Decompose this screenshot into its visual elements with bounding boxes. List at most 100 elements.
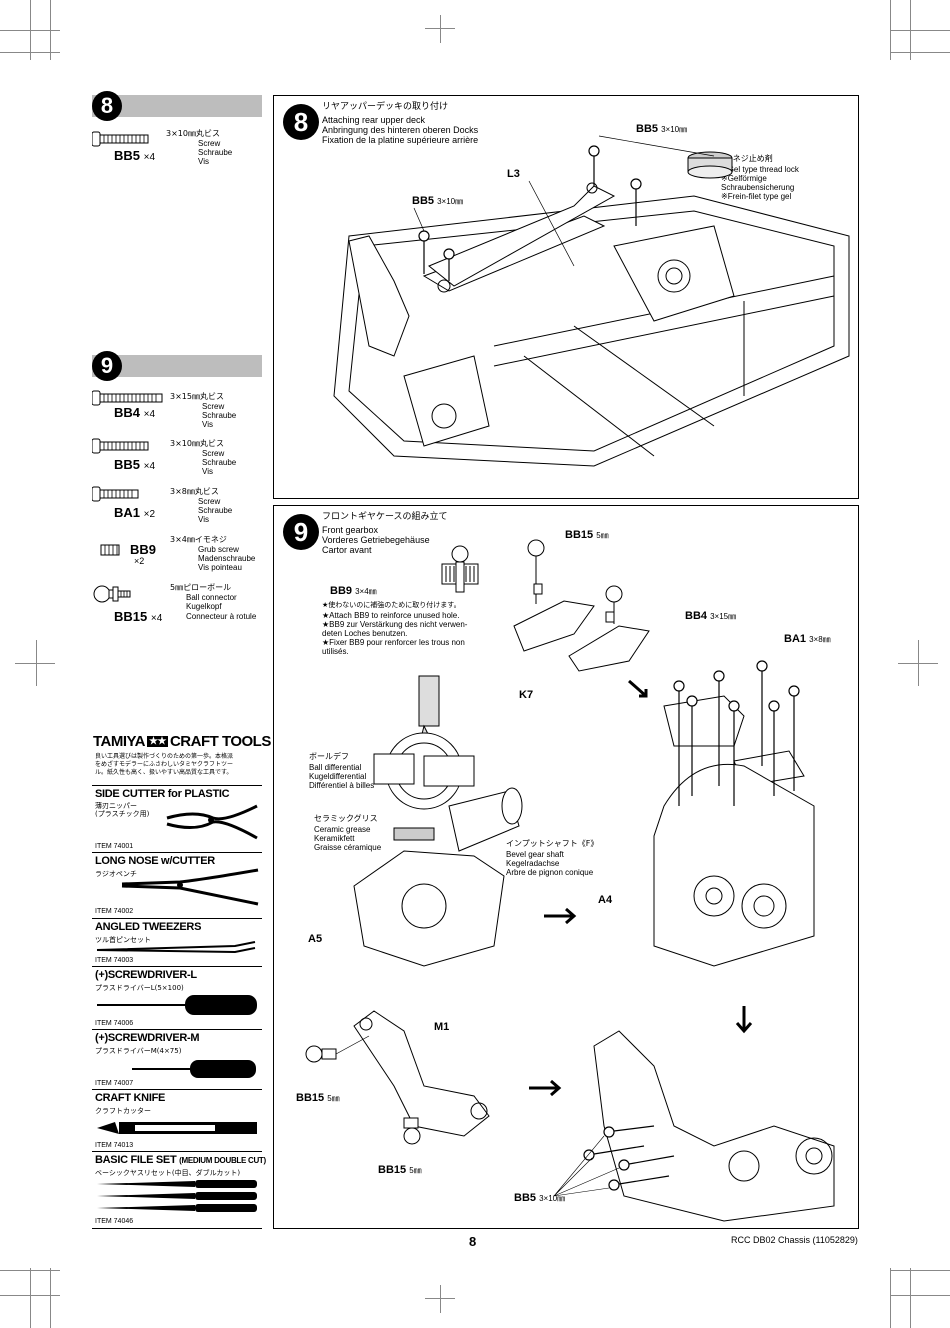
tool-item-number: ITEM 74007 xyxy=(95,1080,134,1087)
tool-item-number: ITEM 74013 xyxy=(95,1142,134,1149)
tool-name: LONG NOSE w/CUTTER xyxy=(95,855,215,867)
part-size: 3×10㎜丸ビス xyxy=(166,129,220,138)
grub-screw-icon xyxy=(100,544,120,556)
page-number: 8 xyxy=(469,1234,477,1249)
crop-mark xyxy=(890,30,950,31)
label-bb15: BB15 xyxy=(378,1164,407,1176)
gearbox-drawing xyxy=(305,539,835,1222)
crop-mark xyxy=(0,1295,60,1296)
step-9-panel: 9 フロントギヤケースの組み立て Front gearbox Vorderes … xyxy=(273,505,859,1229)
part-code: BB5 ×4 xyxy=(114,148,156,163)
section-8-bar xyxy=(92,95,262,117)
label-a4: A4 xyxy=(598,894,613,906)
label-bb15: BB15 xyxy=(565,529,594,541)
part-name-en: Screw xyxy=(198,139,221,148)
divider xyxy=(92,785,262,786)
callout-input-shaft: インプットシャフト《F》 xyxy=(506,839,599,848)
tamiya-stars-logo: ★★ xyxy=(147,736,168,747)
tool-jp-name: ツル首ピンセット xyxy=(95,936,151,944)
thread-lock-note: ※ネジ止め剤 xyxy=(726,154,773,163)
section-9-bar xyxy=(92,355,262,377)
tool-item-number: ITEM 74002 xyxy=(95,908,134,915)
crop-mark xyxy=(910,1268,911,1328)
tool-jp-name: プラスドライバーL(5×100) xyxy=(95,984,184,992)
label-l3: L3 xyxy=(507,168,520,180)
screwdriver-m-icon xyxy=(132,1060,256,1078)
tool-name-suffix: (MEDIUM DOUBLE CUT) xyxy=(179,1156,266,1165)
divider xyxy=(92,966,262,967)
tool-jp-name: ベーシックヤスリセット(中目、ダブルカット) xyxy=(95,1169,241,1177)
step-8-title-en: Attaching rear upper deck xyxy=(322,115,426,125)
part-name-de: Schraube xyxy=(198,148,233,157)
craft-tools-heading: TAMIYA★★CRAFT TOOLS xyxy=(93,733,271,750)
screw-icon xyxy=(92,131,149,147)
tool-item-number: ITEM 74006 xyxy=(95,1020,134,1027)
tool-jp-name: プラスドライバーM(4×75) xyxy=(95,1047,182,1055)
craft-knife-icon xyxy=(97,1122,257,1134)
step-9-title-jp: フロントギヤケースの組み立て xyxy=(322,512,448,522)
screw-icon xyxy=(92,390,163,406)
step-9-title-de: Vorderes Getriebegehäuse xyxy=(322,535,430,545)
label-k7: K7 xyxy=(519,689,534,701)
label-ba1: BA1 xyxy=(784,633,807,645)
label-m1: M1 xyxy=(434,1021,450,1033)
part-name-fr: Vis xyxy=(198,157,209,166)
tool-jp-name: クラフトカッター xyxy=(95,1107,151,1115)
tool-name: BASIC FILE SET xyxy=(95,1154,177,1166)
crop-mark xyxy=(425,1298,455,1299)
label-bb15: BB15 xyxy=(296,1092,325,1104)
divider xyxy=(92,1029,262,1030)
step-9-number: 9 xyxy=(283,514,319,550)
file-set-icon xyxy=(97,1180,257,1212)
divider xyxy=(92,1151,262,1152)
tool-name: (+)SCREWDRIVER-M xyxy=(95,1032,200,1044)
section-9-number: 9 xyxy=(92,351,122,381)
screwdriver-l-icon xyxy=(97,995,257,1015)
tool-item-number: ITEM 74003 xyxy=(95,957,134,964)
crop-mark xyxy=(890,1268,891,1328)
screw-icon xyxy=(92,438,149,454)
divider xyxy=(92,918,262,919)
label-bb9: BB9 xyxy=(330,585,353,597)
step-8-title-jp: リヤアッパーデッキの取り付け xyxy=(322,102,449,112)
label-a5: A5 xyxy=(308,933,323,945)
tool-name: (+)SCREWDRIVER-L xyxy=(95,969,197,981)
crop-mark xyxy=(425,28,455,29)
crop-mark xyxy=(890,1270,950,1271)
screw-icon xyxy=(92,486,139,502)
tool-jp-name: ラジオペンチ xyxy=(95,870,137,878)
label-bb4: BB4 xyxy=(685,610,708,622)
chassis-drawing xyxy=(333,135,850,467)
crop-mark xyxy=(36,640,37,686)
crop-mark xyxy=(15,663,55,664)
tweezers-icon xyxy=(96,941,256,954)
step-9-title-en: Front gearbox xyxy=(322,525,379,535)
craft-tools-intro: ル。紙久性も高く、扱いやすい高品質な工具です。 xyxy=(95,769,233,776)
bb9-note-jp: ★使わないのに補強のために取り付けます。 xyxy=(322,601,461,609)
crop-mark xyxy=(0,30,60,31)
crop-mark xyxy=(440,1285,441,1313)
tool-name: SIDE CUTTER for PLASTIC xyxy=(95,788,230,800)
step-8-title-de: Anbringung des hinteren oberen Docks xyxy=(322,125,479,135)
divider xyxy=(92,1228,262,1229)
divider xyxy=(92,1089,262,1090)
tool-name: CRAFT KNIFE xyxy=(95,1092,166,1104)
tool-item-number: ITEM 74046 xyxy=(95,1218,134,1225)
label-bb5: BB5 xyxy=(636,123,659,135)
callout-grease: セラミックグリス xyxy=(314,814,378,823)
crop-mark xyxy=(890,52,950,53)
craft-tools-intro: 良い工具選びは製作づくりのための第一歩。本格派 xyxy=(95,753,234,760)
crop-mark xyxy=(918,640,919,686)
crop-mark xyxy=(890,1295,950,1296)
craft-tools-intro: をめざすモデラーにふさわしいタミヤクラフトツー xyxy=(95,761,234,768)
crop-mark xyxy=(30,1268,31,1328)
crop-mark xyxy=(50,1268,51,1328)
callout-ball-diff: ボールデフ xyxy=(309,752,349,761)
step-8-number: 8 xyxy=(283,104,319,140)
crop-mark xyxy=(440,15,441,43)
doc-id: RCC DB02 Chassis (11052829) xyxy=(731,1235,858,1245)
divider xyxy=(92,852,262,853)
section-8-number: 8 xyxy=(92,91,122,121)
tool-name: ANGLED TWEEZERS xyxy=(95,921,202,933)
label-bb5: BB5 xyxy=(514,1192,537,1204)
